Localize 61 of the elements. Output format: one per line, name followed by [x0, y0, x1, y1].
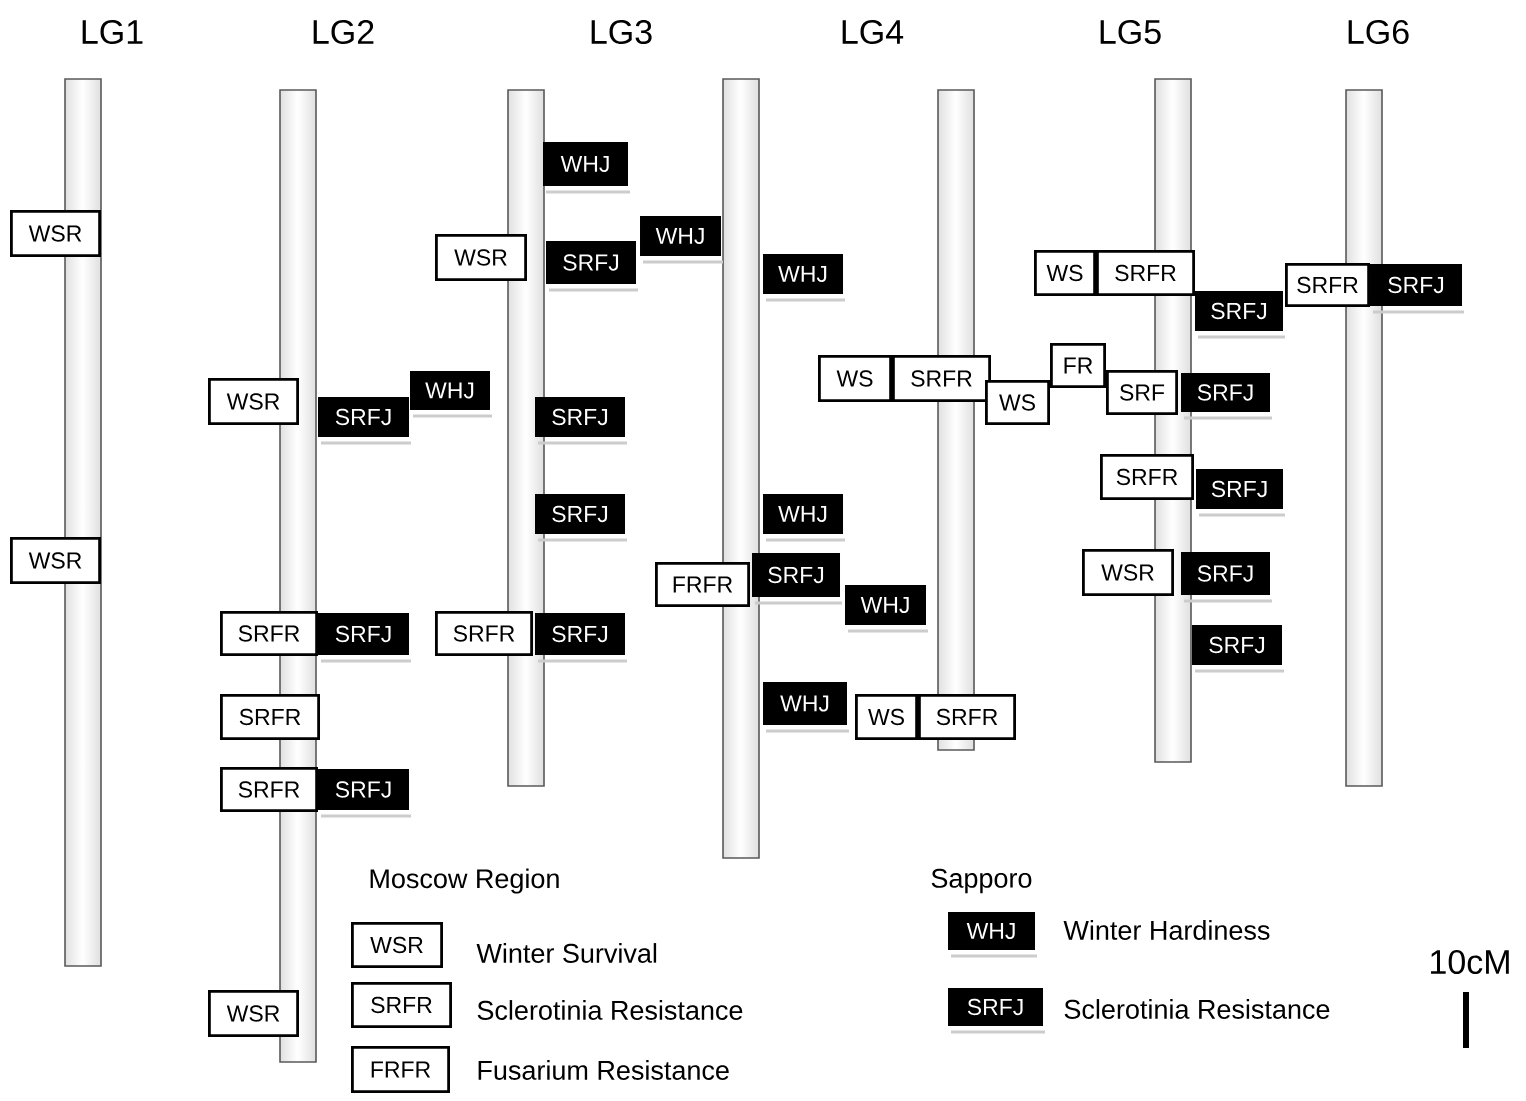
marker-box: WSR — [10, 210, 101, 257]
marker-box: WSR — [10, 537, 101, 584]
marker-box: SRFJ — [535, 613, 627, 663]
marker-box: WHJ — [640, 216, 723, 264]
marker-box: SRFJ — [1181, 373, 1272, 420]
marker-box: SRFR — [918, 694, 1016, 740]
marker-box: FR — [1050, 343, 1106, 388]
marker-box: WHJ — [763, 494, 845, 542]
marker-box: SRFJ — [318, 397, 411, 445]
legend-box: SRFR — [351, 982, 452, 1028]
marker-box: SRFJ — [546, 241, 638, 292]
marker-box: SRFJ — [1370, 264, 1464, 314]
legend-text: Fusarium Resistance — [478, 1060, 729, 1080]
marker-box: WSR — [208, 378, 299, 425]
marker-box: SRFJ — [1192, 625, 1284, 673]
legend-box: WHJ — [948, 912, 1037, 958]
marker-box: WS — [985, 380, 1050, 425]
marker-box: SRF — [1106, 370, 1178, 415]
marker-box: SRFJ — [318, 613, 411, 663]
marker-box: SRFR — [220, 767, 318, 812]
marker-box: SRFJ — [1196, 469, 1285, 517]
marker-box: SRFR — [892, 355, 991, 402]
marker-box: SRFR — [435, 611, 533, 656]
legend-heading: Moscow Region — [370, 868, 559, 894]
legend-text: Sclerotinia Resistance — [1064, 999, 1330, 1019]
legend-text: Winter Hardiness — [1063, 920, 1270, 940]
group-label: LG1 — [82, 19, 143, 45]
marker-box: WSR — [435, 234, 527, 281]
marker-box: FRFR — [655, 562, 750, 607]
marker-box: WSR — [1082, 549, 1174, 596]
group-label: LG5 — [1100, 19, 1161, 45]
marker-box: SRFR — [1100, 454, 1194, 500]
marker-box: SRFJ — [1195, 291, 1285, 339]
group-label: LG2 — [313, 19, 374, 45]
marker-box: WHJ — [845, 585, 928, 633]
legend-box: FRFR — [351, 1046, 450, 1093]
legend-box: SRFJ — [948, 988, 1045, 1034]
marker-box: WHJ — [763, 254, 845, 302]
group-label: LG6 — [1348, 19, 1409, 45]
marker-box: WS — [1034, 250, 1096, 296]
legend-text: Winter Survival — [476, 943, 657, 963]
marker-box: SRFR — [220, 611, 318, 656]
marker-box: WHJ — [763, 682, 849, 733]
scale-label: 10cM — [1431, 949, 1509, 975]
legend-box: WSR — [351, 922, 443, 968]
marker-box: WHJ — [410, 371, 492, 418]
marker-box: SRFJ — [535, 494, 627, 542]
marker-box: SRFJ — [318, 769, 411, 818]
marker-box: SRFJ — [1181, 552, 1272, 603]
group-label: LG4 — [842, 19, 904, 45]
group-label: LG3 — [591, 19, 652, 45]
legend-text: Sclerotinia Resistance — [477, 1000, 743, 1020]
marker-box: SRFR — [1285, 263, 1370, 307]
marker-box: SRFR — [220, 694, 320, 740]
marker-box: SRFR — [1096, 250, 1195, 296]
marker-box: WSR — [208, 990, 299, 1037]
marker-box: SRFJ — [535, 397, 627, 445]
marker-box: WS — [818, 355, 892, 402]
marker-box: SRFJ — [752, 553, 842, 605]
marker-box: WHJ — [543, 142, 630, 194]
marker-box: WS — [855, 694, 918, 740]
